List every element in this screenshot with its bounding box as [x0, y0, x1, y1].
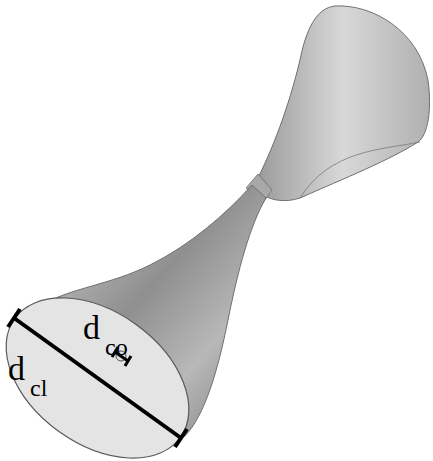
dimension-tick [8, 309, 20, 327]
right-taper [256, 6, 430, 201]
dimension-subscript: co [105, 335, 128, 359]
fiber-end-face [0, 265, 219, 461]
dimension-symbol: d [8, 352, 25, 386]
dimension-subscript: cl [30, 376, 47, 400]
surface-edge [300, 142, 420, 198]
dimension-symbol: d [83, 311, 100, 345]
dimension-tick [175, 429, 187, 447]
